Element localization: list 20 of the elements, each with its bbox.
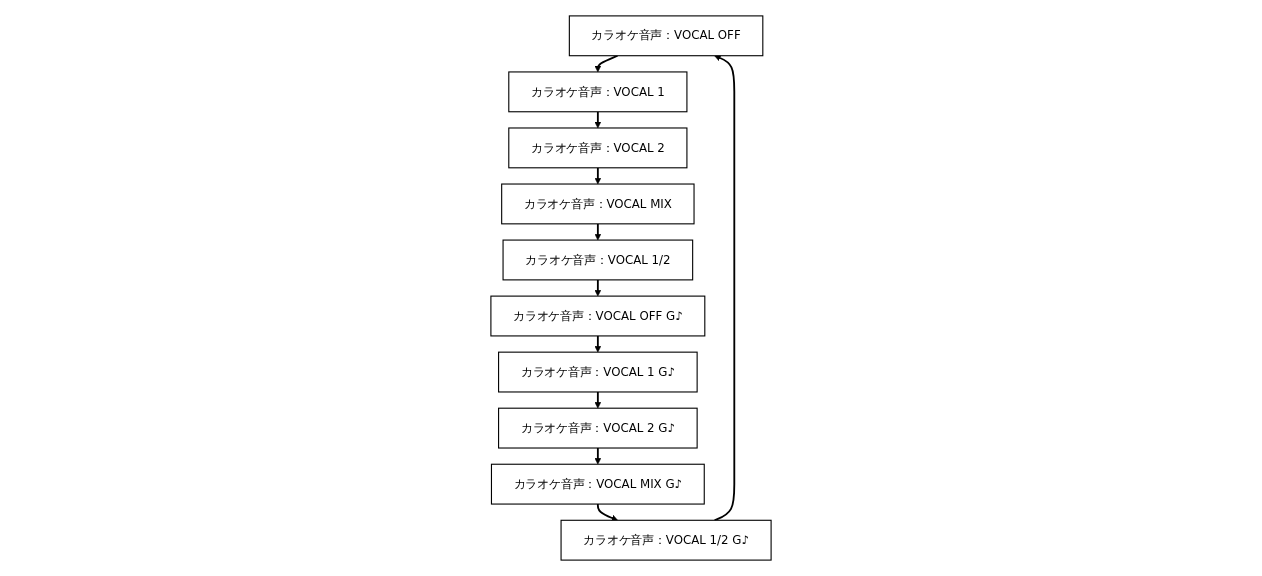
arrow (594, 222, 602, 241)
node-box: カラオケ音声：VOCAL MIX (501, 183, 695, 225)
node-box: カラオケ音声：VOCAL 1 G♪ (498, 351, 698, 393)
arrow (594, 54, 619, 73)
node-box: カラオケ音声：VOCAL MIX G♪ (490, 463, 705, 505)
node-box: カラオケ音声：VOCAL 1/2 G♪ (560, 519, 772, 561)
arrow (594, 110, 602, 129)
node-box: カラオケ音声：VOCAL OFF G♪ (490, 295, 706, 337)
arrow (594, 447, 602, 465)
node-box: カラオケ音声：VOCAL 1 (508, 71, 688, 113)
arrow (713, 54, 736, 522)
arrow (594, 166, 602, 185)
arrow (594, 335, 602, 353)
node-box: カラオケ音声：VOCAL 2 G♪ (498, 407, 698, 449)
node-box: カラオケ音声：VOCAL 2 (508, 127, 688, 169)
arrow (594, 391, 602, 409)
arrow (594, 278, 602, 297)
node-box: カラオケ音声：VOCAL 1/2 (502, 239, 694, 281)
arrow (596, 503, 618, 522)
node-box: カラオケ音声：VOCAL OFF (568, 15, 764, 57)
